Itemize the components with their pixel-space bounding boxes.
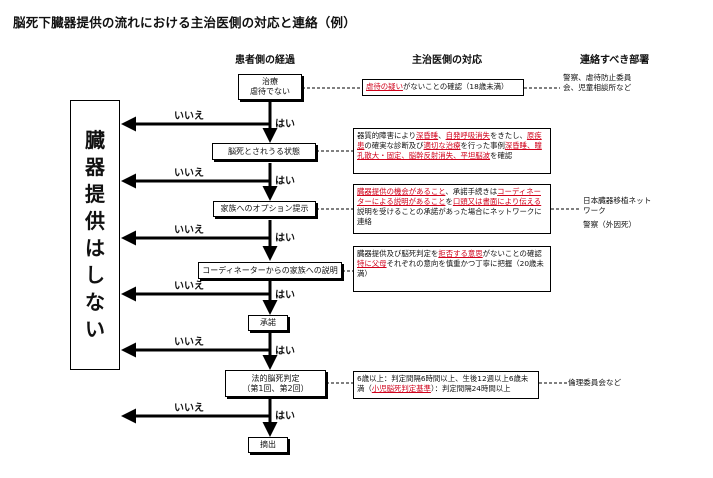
dept-jot-network: 日本臓器移植ネットワーク [583,196,652,215]
note-text: を確認 [490,151,513,160]
dept-police-external: 警察（外因死） [583,220,637,229]
note-text: 生後12週以上6歳未満（ [357,374,529,393]
note-text: の確実な診断及び [364,141,424,150]
note-highlight-text: 口頭又は書面により伝える [452,197,542,206]
label-yes: はい [275,346,295,357]
label-no: いいえ [174,281,204,292]
step-treatment: 治療 虐待でない [238,74,302,100]
step-line: 承諾 [260,318,276,327]
step-line: 虐待でない [250,87,290,96]
label-yes: はい [275,290,295,301]
label-no: いいえ [174,403,204,414]
note-text: を [445,197,453,206]
note-highlight-text: 深昏睡、瞳孔散大・固定、脳幹反射消失、平坦脳波 [357,141,542,160]
note-highlight-text: 深昏睡 [415,131,439,140]
label-no: いいえ [174,168,204,179]
step-coordinator: コーディネーターからの家族への説明 [198,262,342,279]
header-contact: 連絡すべき部署 [580,55,650,66]
note-highlight-text: 虐待の疑い [366,82,403,91]
note-determination-interval: 6歳以上：判定間隔6時間以上、生後12週以上6歳未満（小児脳死判定基準）：判定間… [353,371,539,399]
note-text: 、 [438,131,446,140]
note-text: 説明を受けることの承諾があった場合にネットワークに連絡 [357,207,542,226]
note-highlight-text: 原疾患 [357,131,542,150]
note-text: がないことの確認（18歳未満） [402,82,509,91]
no-donation-char: い [85,317,105,341]
note-text: を行った事例 [460,141,505,150]
note-brain-death-criteria: 器質的障害により深昏睡、自発呼吸消失をきたし、原疾患の確実な診断及び適切な治療を… [353,128,551,174]
step-line: 治療 [262,77,278,86]
no-donation-char: し [85,263,105,287]
step-line: 脳死とされうる状態 [228,146,300,156]
note-abuse-check: 虐待の疑いがないことの確認（18歳未満） [362,79,524,96]
note-family-intent: 臓器提供及び脳死判定を拒否する意思がないことの確認特に父母それぞれの意向を慎重か… [353,246,551,292]
no-donation-char: な [85,290,105,314]
note-text: 臓器提供及び脳死判定を [357,249,439,258]
no-donation-char: 提 [85,182,105,206]
step-line: （第1回、第2回） [242,383,309,393]
note-text: がないことの確認 [482,249,542,258]
dept-police-child: 警察、虐待防止委員会、児童相談所など [563,73,632,92]
header-patient: 患者側の経過 [235,55,295,66]
note-text: 器質的障害により [357,131,416,140]
label-yes: はい [275,233,295,244]
step-option: 家族へのオプション提示 [213,201,316,217]
step-brain-death-state: 脳死とされうる状態 [212,143,316,160]
note-text: それぞれの意向を慎重かつ丁寧に把握（20歳未満） [357,259,544,278]
note-text: をきたし、 [489,131,527,140]
note-text: 6歳以上：判定間隔6時間以上、 [357,374,463,383]
no-donation-char: 臓 [85,128,105,152]
label-yes: はい [275,411,295,422]
note-highlight-text: 拒否する意思 [438,249,483,258]
step-legal-determination: 法的脳死判定 （第1回、第2回） [225,370,326,397]
note-highlight-text: 特に父母 [357,259,387,268]
step-extraction: 摘出 [248,437,288,453]
page-title: 脳死下臓器提供の流れにおける主治医側の対応と連絡（例） [13,15,356,30]
note-highlight-text: 小児脳死判定基準 [371,384,431,393]
step-line: 法的脳死判定 [251,373,300,383]
step-line: コーディネーターからの家族への説明 [202,265,338,275]
no-donation-char: 器 [85,155,105,179]
label-no: いいえ [174,225,204,236]
no-donation-box: 臓 器 提 供 は し な い [70,100,120,370]
note-highlight-text: 適切な治療 [423,141,461,150]
header-doctor: 主治医側の対応 [412,55,482,66]
step-line: 摘出 [260,440,276,449]
note-text: ）：判定間隔24時間以上 [430,384,511,393]
label-no: いいえ [174,111,204,122]
no-donation-char: は [85,236,105,260]
step-consent: 承諾 [248,315,288,331]
dept-ethics: 倫理委員会など [568,378,622,387]
step-line: 家族へのオプション提示 [220,204,309,213]
note-text: 、承諾手続きは [445,187,498,196]
note-option-presentation: 臓器提供の機会があること、承諾手続きはコーディネーターによる説明があることを口頭… [353,184,551,234]
note-highlight-text: 臓器提供の機会があること [357,187,446,196]
note-highlight-text: コーディネーターによる説明があること [357,187,541,206]
no-donation-char: 供 [85,209,105,233]
note-highlight-text: 自発呼吸消失 [445,131,490,140]
label-yes: はい [275,176,295,187]
label-no: いいえ [174,337,204,348]
label-yes: はい [275,119,295,130]
